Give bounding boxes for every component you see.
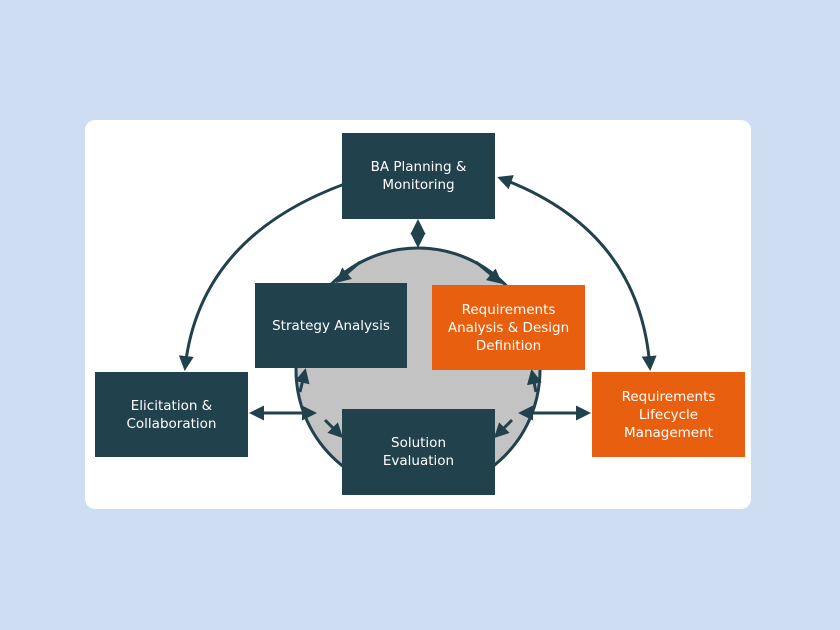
node-strategy-analysis: Strategy Analysis	[255, 283, 407, 368]
arrowhead-radd-bottom	[526, 369, 542, 393]
node-solution-evaluation: Solution Evaluation	[342, 409, 495, 495]
arrowhead-strategy-bottom	[294, 368, 310, 393]
arrowhead-solution-left	[323, 418, 344, 439]
arc-right-big	[497, 175, 657, 371]
arrowhead-radd	[475, 260, 503, 284]
arrowhead-solution-right	[493, 418, 514, 439]
node-requirements-analysis-design: Requirements Analysis & Design Definitio…	[432, 285, 585, 370]
arc-left-big	[178, 174, 365, 371]
node-ba-planning: BA Planning & Monitoring	[342, 133, 495, 219]
node-requirements-lifecycle: Requirements Lifecycle Management	[592, 372, 745, 457]
arrowhead-strategy	[335, 260, 361, 283]
node-elicitation-collaboration: Elicitation & Collaboration	[95, 372, 248, 457]
